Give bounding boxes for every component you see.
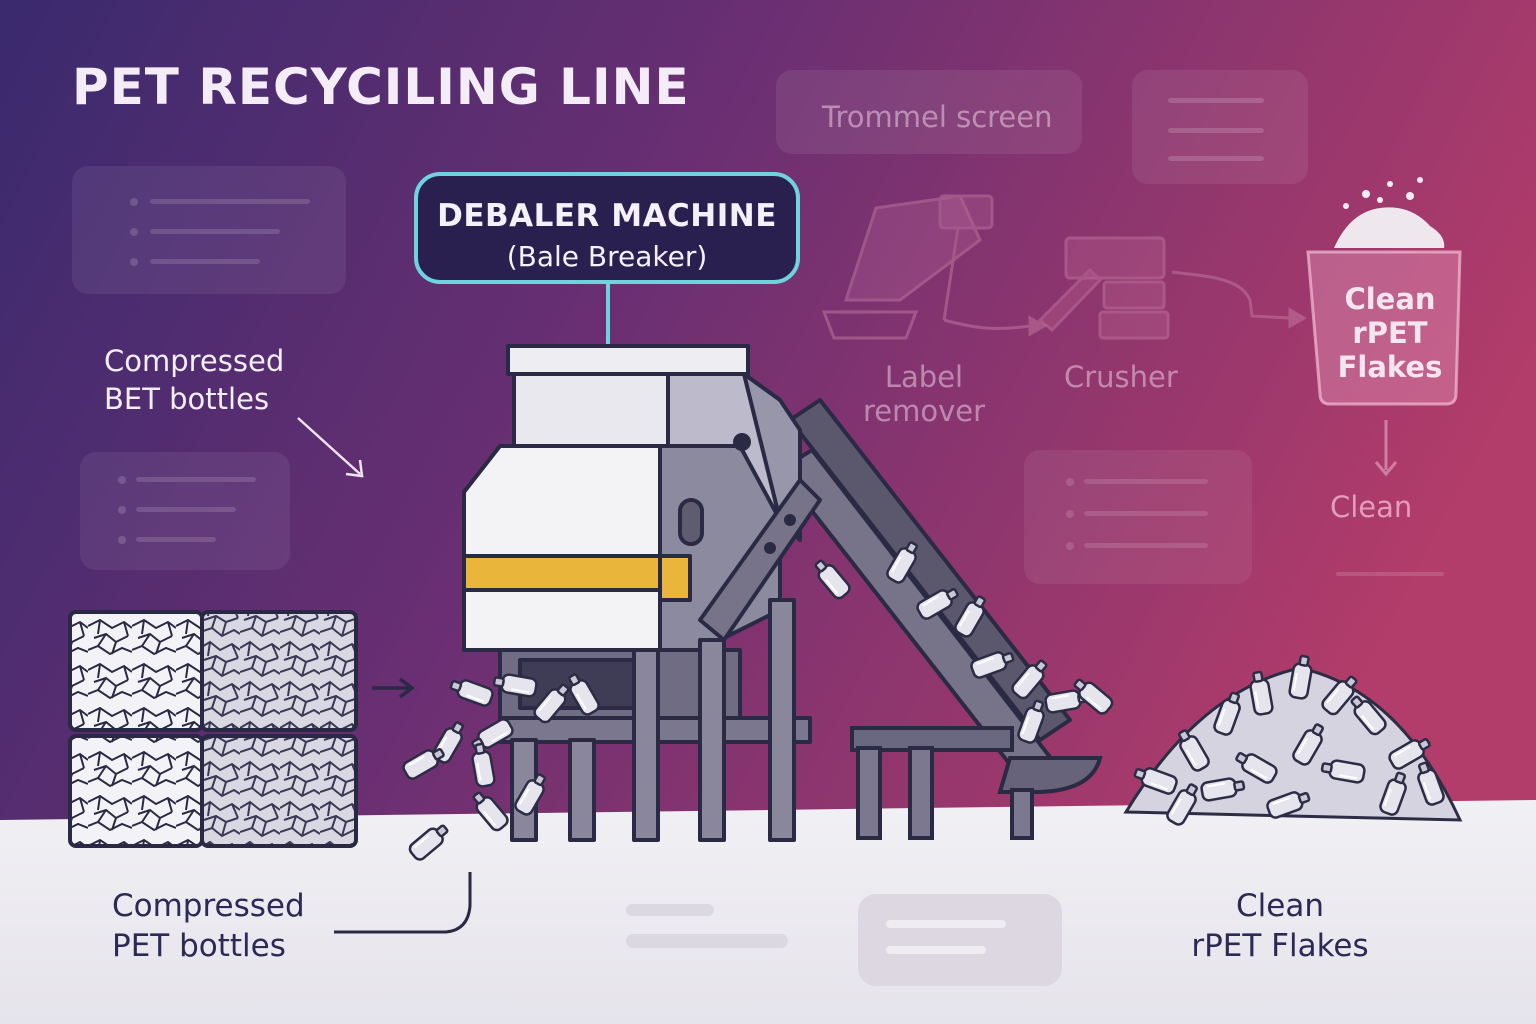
compressed-top-label-line2: BET bottles (104, 382, 270, 416)
label-remover-line1: Label (884, 360, 964, 394)
compressed-top-pointer-arrow (297, 417, 364, 478)
bottle-pile (1123, 653, 1463, 828)
crusher-label: Crusher (1064, 360, 1178, 394)
compressed-bottom-connector (334, 872, 472, 934)
page-title: PET RECYCILING LINE (72, 58, 690, 116)
faint-floor-placeholder-lines (626, 904, 788, 948)
clean-output-label: Clean (1330, 490, 1413, 524)
clean-flakes-label-line1: Clean (1236, 888, 1324, 924)
debaler-label-box: DEBALER MACHINE (Bale Breaker) (414, 172, 800, 284)
label-remover-machine (821, 194, 1048, 340)
compressed-bottom-label-line1: Compressed (112, 888, 305, 924)
clean-box-line2: rPET (1352, 316, 1428, 350)
compressed-top-label-line1: Compressed (104, 344, 285, 378)
crusher-machine (1037, 236, 1308, 340)
faint-placeholder-box-left-mid (80, 452, 290, 570)
faint-floor-placeholder-box (858, 894, 1062, 986)
debaler-title: DEBALER MACHINE (437, 198, 777, 234)
clean-box-line1: Clean (1344, 282, 1436, 316)
bale-to-machine-arrow (372, 677, 415, 699)
compressed-bottom-label-line2: PET bottles (112, 928, 286, 964)
faint-placeholder-box-right-mid (1024, 450, 1252, 584)
clean-down-arrow (1374, 420, 1398, 477)
floor (0, 800, 1536, 1024)
trommel-label: Trommel screen (822, 100, 1053, 134)
faint-trommel-box (776, 70, 1082, 154)
debaler-machine (462, 344, 822, 842)
compressed-bale-stack (68, 610, 358, 848)
faint-placeholder-box-top-right (1132, 70, 1308, 184)
clean-flakes-label-line2: rPET Flakes (1191, 928, 1369, 964)
faint-placeholder-box-left-top (72, 166, 346, 294)
label-remover-line2: remover (862, 394, 986, 428)
debaler-subtitle: (Bale Breaker) (506, 240, 708, 273)
clean-box-line3: Flakes (1337, 350, 1443, 384)
clean-flakes-container (1306, 177, 1462, 406)
faint-divider-line (1336, 572, 1444, 576)
